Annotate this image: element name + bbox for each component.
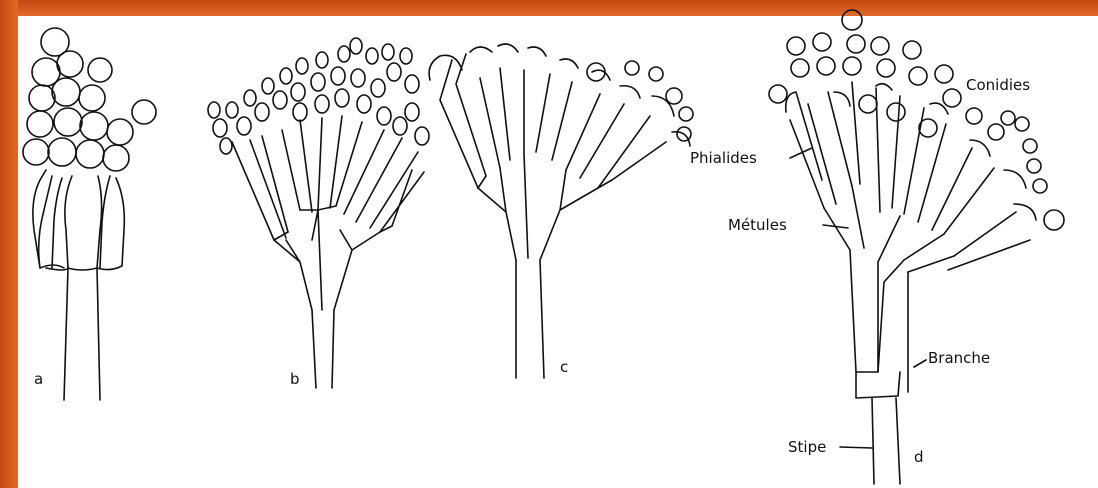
label-conidies: Conidies [966, 76, 1030, 94]
stipe-d [872, 398, 900, 484]
conidia-a [23, 28, 156, 171]
panel-label-b: b [290, 370, 300, 388]
phialides-c [440, 54, 666, 188]
phialides-b [232, 116, 424, 240]
stipe-c [516, 260, 544, 378]
leader-stipe [840, 447, 872, 448]
conidiophore-c: c [429, 44, 693, 378]
panel-label-a: a [34, 370, 43, 388]
branch-d [878, 260, 908, 392]
conidia-b [208, 38, 429, 154]
phialides-a [33, 170, 124, 270]
conidiophore-a: a [23, 28, 156, 400]
metulae-d [824, 186, 954, 272]
metulae-c [478, 154, 612, 260]
conidiophore-d: Conidies Phialides Métules Branche Stipe… [690, 10, 1064, 484]
conidiophore-b: b [208, 38, 429, 388]
panel-label-c: c [560, 358, 568, 376]
panel-label-d: d [914, 448, 924, 466]
stipe-a [64, 268, 100, 400]
label-metules: Métules [728, 216, 787, 234]
phialides-d [790, 82, 1030, 270]
label-phialides: Phialides [690, 149, 757, 167]
leader-branche [914, 360, 926, 367]
stipe-b [312, 310, 334, 388]
label-branche: Branche [928, 349, 990, 367]
label-stipe: Stipe [788, 438, 826, 456]
phialides-d-outline [786, 84, 1036, 220]
